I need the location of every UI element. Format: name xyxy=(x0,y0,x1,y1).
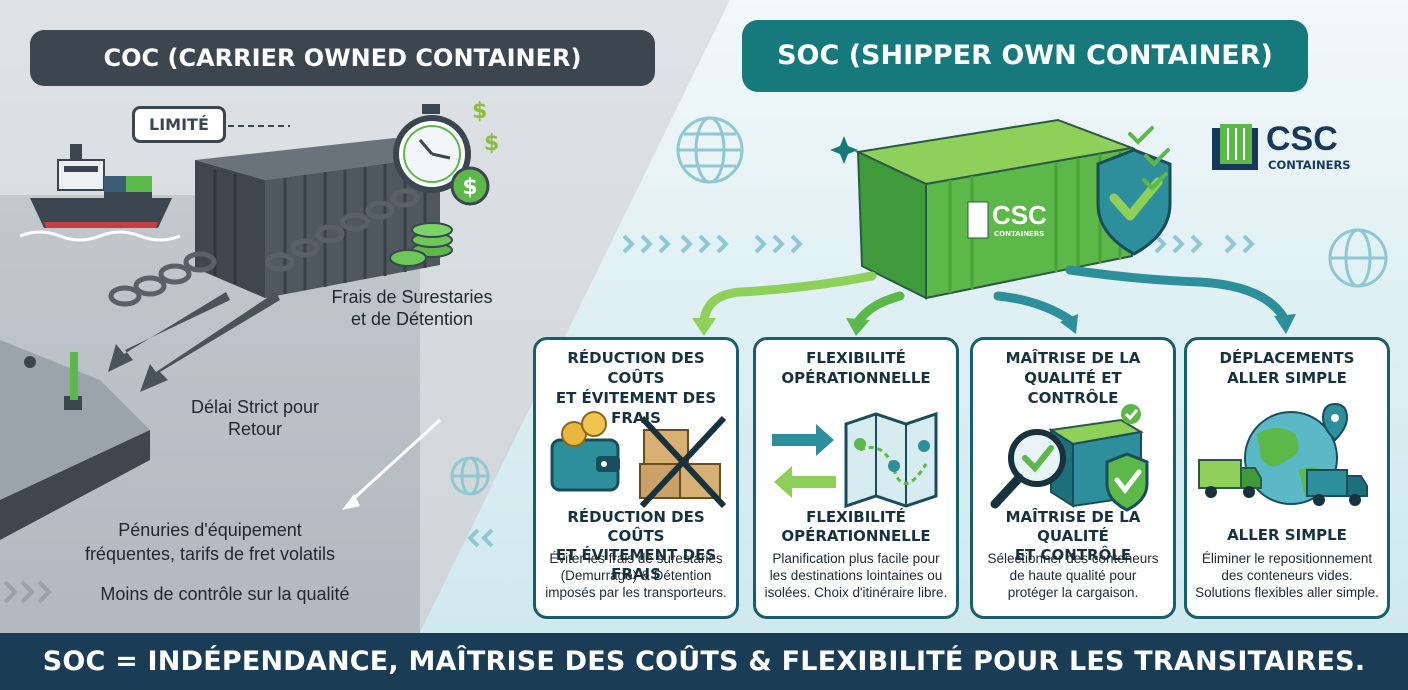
swap-arrows-icon xyxy=(772,424,836,498)
card-illustration xyxy=(772,411,938,509)
crossed-boxes-icon xyxy=(639,415,727,509)
chevron-right-icon xyxy=(622,234,1255,254)
card-subtitle: ALLER SIMPLE xyxy=(1227,526,1347,544)
card-body: Planification plus facile pour les desti… xyxy=(764,551,948,600)
shield-check-icon xyxy=(1105,404,1149,512)
coc-illustration: $ $ $ xyxy=(0,99,499,604)
card-illustration xyxy=(990,404,1149,512)
decor-left-icons xyxy=(450,456,494,548)
card-cost-reduction: RÉDUCTION DES COÛTS ET ÉVITEMENT DES FRA… xyxy=(533,337,739,619)
csc-logo: CSC CONTAINERS xyxy=(1210,118,1380,178)
card-illustration xyxy=(1198,402,1368,506)
penurie-label: Pénuries d'équipement fréquentes, tarifs… xyxy=(84,520,336,564)
chain-icon xyxy=(108,188,420,307)
chevron-left-icon xyxy=(3,580,52,604)
frais-label: Frais de Surestaries et de Détention xyxy=(331,287,493,329)
card-body: Sélectionner des conteneurs de haute qua… xyxy=(987,551,1159,600)
dock-icon xyxy=(0,340,150,540)
map-icon xyxy=(844,411,938,509)
branch-arrows-icon xyxy=(699,265,1289,327)
limite-callout: LIMITÉ xyxy=(132,106,226,143)
container-brand: CSC xyxy=(992,200,1047,230)
card-one-way: DÉPLACEMENTS ALLER SIMPLE ALLER SIMPLE É… xyxy=(1184,337,1390,619)
csc-logo-icon xyxy=(1212,124,1258,170)
card-title: FLEXIBILITÉ OPÉRATIONNELLE xyxy=(781,349,931,387)
svg-text:$: $ xyxy=(472,99,487,124)
sparkle-icon xyxy=(830,136,858,164)
card-illustration xyxy=(550,411,727,509)
shield-check-icon xyxy=(1096,148,1172,256)
svg-text:$: $ xyxy=(462,175,477,200)
svg-text:$: $ xyxy=(484,131,499,156)
card-title: DÉPLACEMENTS ALLER SIMPLE xyxy=(1219,349,1355,387)
soc-illustration: CSC CONTAINERS xyxy=(622,116,1388,336)
container-brand-sub: CONTAINERS xyxy=(994,230,1044,238)
card-body: Éliminer le repositionnement des contene… xyxy=(1195,551,1379,600)
card-subtitle: FLEXIBILITÉ OPÉRATIONNELLE xyxy=(781,508,931,545)
truck-icon xyxy=(1198,459,1368,506)
coc-title-pill: COC (CARRIER OWNED CONTAINER) xyxy=(30,30,655,86)
logo-sub: CONTAINERS xyxy=(1268,158,1351,172)
soc-title-pill: SOC (SHIPPER OWN CONTAINER) xyxy=(742,20,1308,92)
ship-icon xyxy=(19,144,181,242)
moins-label: Moins de contrôle sur la qualité xyxy=(100,584,350,604)
card-quality-control: MAÎTRISE DE LA QUALITÉ ET CONTRÔLE MAÎTR… xyxy=(970,337,1176,619)
delai-label: Délai Strict pour Retour xyxy=(190,397,320,439)
magnifier-icon xyxy=(990,429,1066,509)
globe-icon xyxy=(676,116,1388,288)
footer-banner: SOC = INDÉPENDANCE, MAÎTRISE DES COÛTS &… xyxy=(0,633,1408,690)
card-body: Éviter les frais de surestaries (Demurra… xyxy=(545,551,727,600)
card-subtitle: RÉDUCTION DES COÛTS ET ÉVITEMENT DES FRA… xyxy=(555,508,717,583)
down-arrows-icon xyxy=(108,292,280,392)
card-title: RÉDUCTION DES COÛTS ET ÉVITEMENT DES FRA… xyxy=(555,349,717,427)
card-subtitle: MAÎTRISE DE LA QUALITÉ ET CONTRÔLE xyxy=(1005,508,1141,564)
checkmarks-icon xyxy=(1128,126,1170,191)
dollar-icon: $ $ $ xyxy=(450,99,499,206)
soc-container-icon: CSC CONTAINERS xyxy=(854,118,1136,300)
card-title: MAÎTRISE DE LA QUALITÉ ET CONTRÔLE xyxy=(1005,349,1141,407)
logo-name: CSC xyxy=(1266,120,1338,158)
stopwatch-icon xyxy=(393,104,471,193)
white-arrow-icon xyxy=(350,418,442,502)
coin-stack-icon xyxy=(389,222,453,267)
wallet-icon xyxy=(550,411,620,492)
card-flexibility: FLEXIBILITÉ OPÉRATIONNELLE FLEXIBILITÉ O… xyxy=(753,337,959,619)
